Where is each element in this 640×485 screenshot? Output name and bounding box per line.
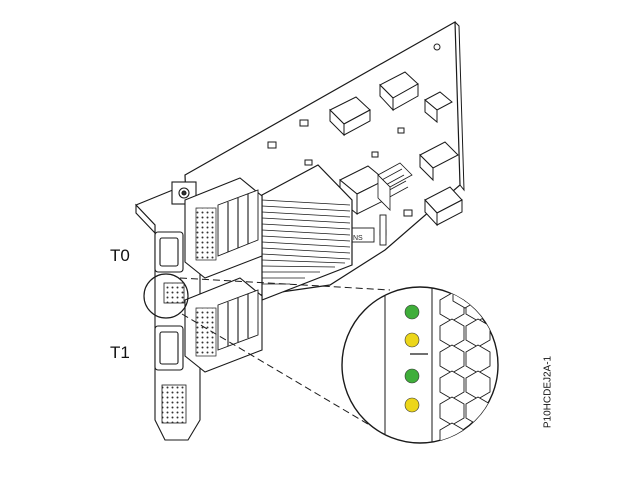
figure-id: P10HCDEJ2A-1	[542, 355, 554, 429]
mounting-bracket	[135, 181, 201, 441]
led-1	[404, 304, 420, 320]
port-t0	[154, 177, 263, 279]
callout-leader-lines	[179, 277, 391, 431]
led-callout-circle	[143, 273, 189, 319]
led-4	[404, 397, 420, 413]
small-heatsink	[377, 162, 413, 211]
port-label-t1: T1	[110, 343, 130, 362]
port-t1	[154, 277, 263, 373]
led-2	[404, 332, 420, 348]
led-cluster-small	[163, 282, 185, 304]
led-3	[404, 368, 420, 384]
heatsink-mark: NS	[353, 235, 363, 242]
led-detail-view	[341, 286, 499, 444]
port-label-t0: T0	[110, 246, 130, 265]
